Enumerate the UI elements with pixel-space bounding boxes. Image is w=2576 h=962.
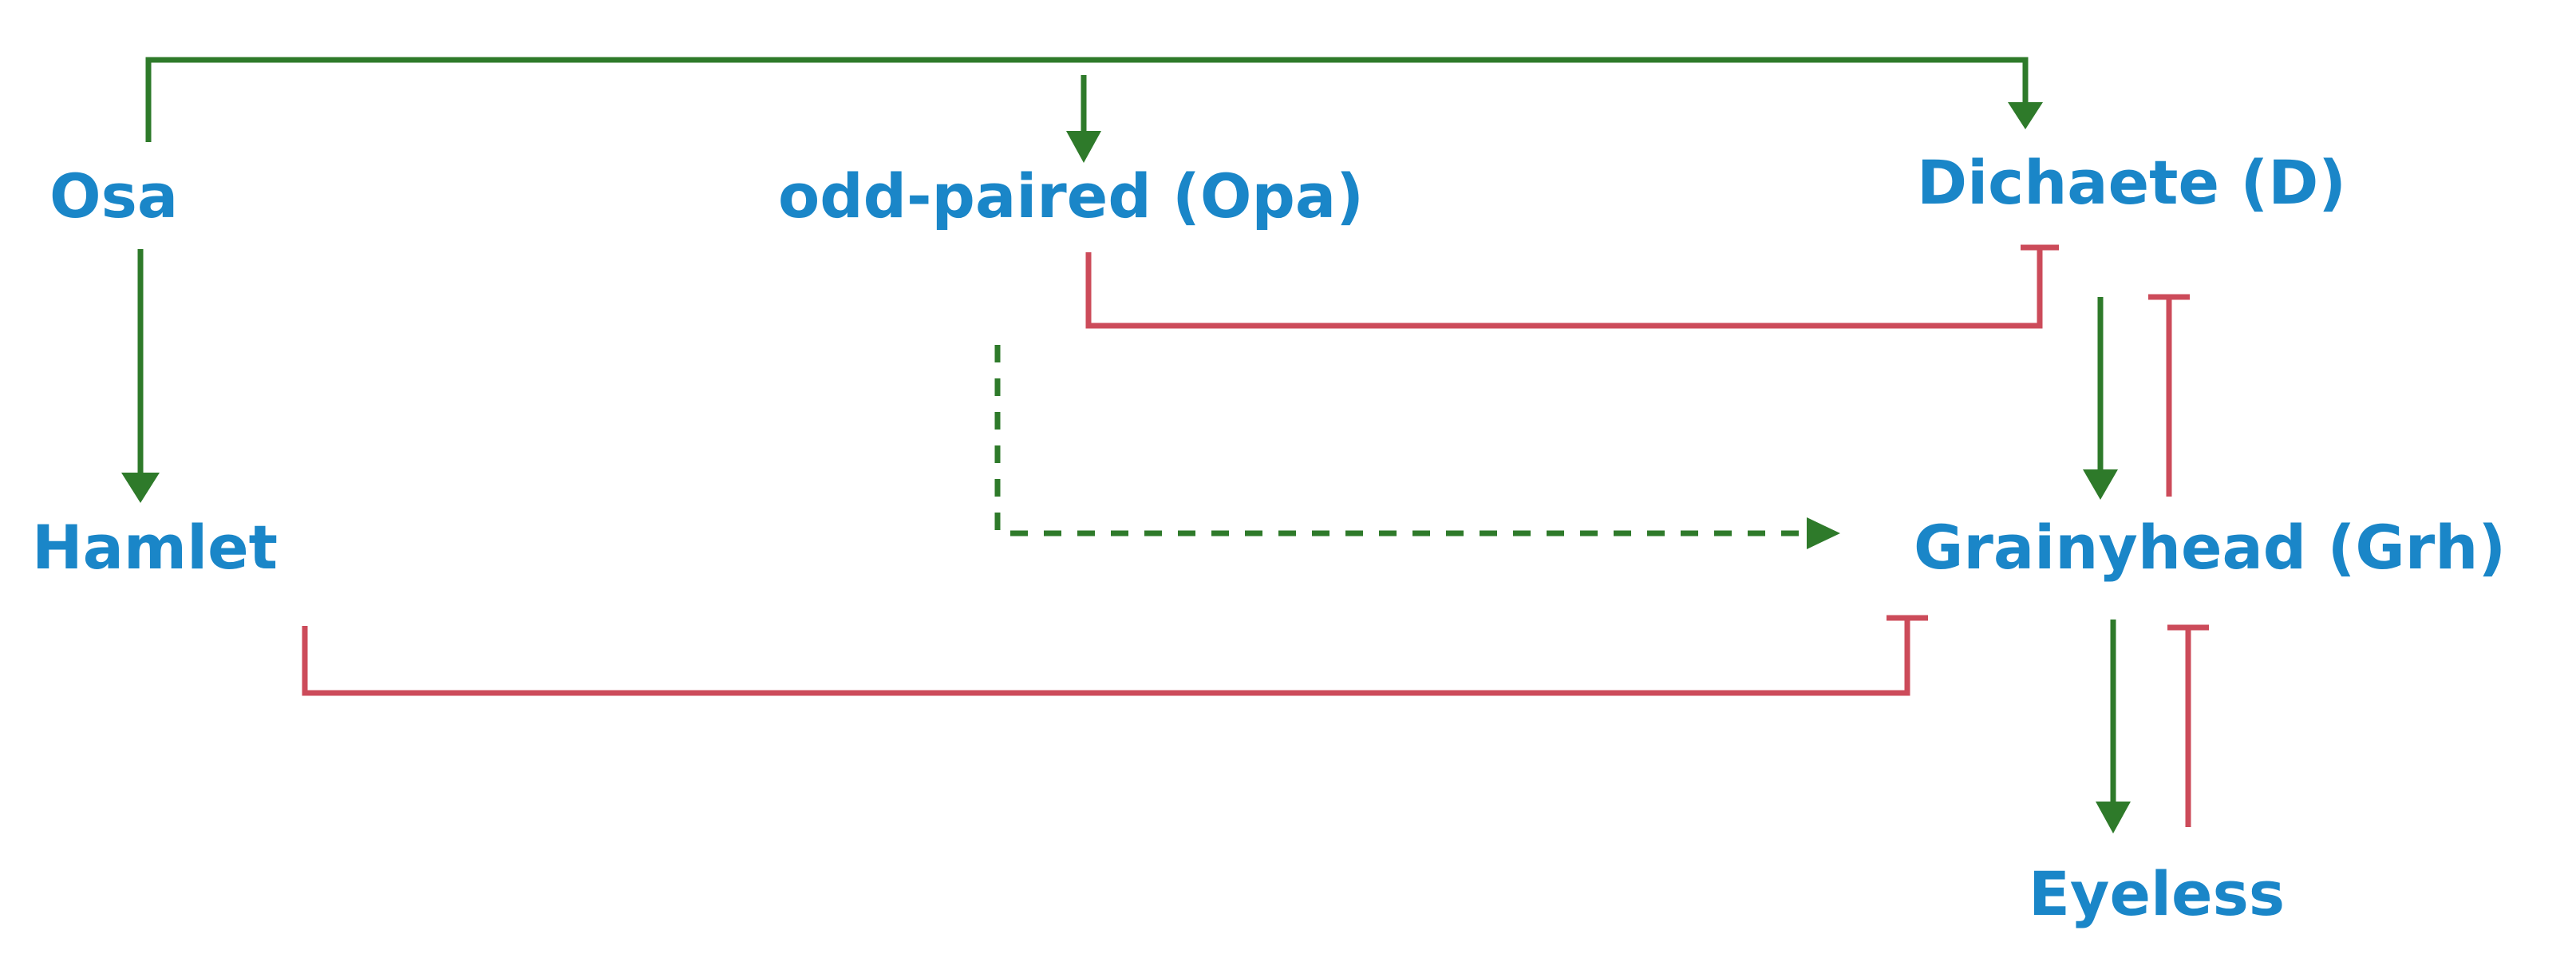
arrowhead-dichaete: [2008, 102, 2043, 129]
arrowhead-hamlet: [121, 473, 160, 503]
edge-opa-represses-dichaete: [1085, 247, 2043, 329]
arrowhead-opa: [1066, 131, 1101, 163]
node-hamlet: Hamlet: [32, 512, 278, 583]
edge-opa-to-grainyhead-dashed: [994, 345, 1810, 536]
node-dichaete: Dichaete (D): [1917, 147, 2346, 218]
node-eyeless: Eyeless: [2029, 858, 2285, 929]
node-grainyhead: Grainyhead (Grh): [1914, 512, 2506, 583]
arrowhead-eyeless: [2096, 802, 2131, 833]
node-odd-paired: odd-paired (Opa): [778, 160, 1364, 232]
arrowhead-grainyhead-dashed: [1807, 517, 1840, 549]
edge-osa-to-dichaete: [145, 57, 2029, 142]
edge-hamlet-represses-grainyhead: [302, 618, 1910, 696]
arrowhead-grainyhead: [2083, 469, 2118, 500]
node-osa: Osa: [49, 160, 178, 232]
